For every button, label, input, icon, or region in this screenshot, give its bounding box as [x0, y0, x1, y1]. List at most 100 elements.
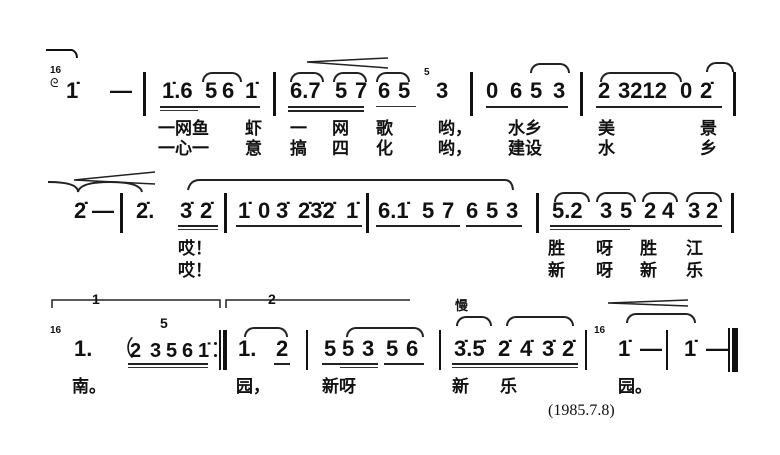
repeat-dot	[214, 342, 217, 345]
date: (1985.7.8)	[548, 402, 615, 419]
note: 5	[335, 78, 348, 103]
note: 1̇	[346, 198, 359, 223]
barline	[366, 193, 369, 233]
slur	[706, 62, 734, 72]
lyric: 乐	[500, 377, 517, 397]
tuplet-label: 5	[160, 315, 168, 331]
note: 6	[182, 340, 194, 362]
note: 1̇	[198, 340, 210, 362]
note: 5.2	[552, 198, 583, 223]
beam	[128, 367, 208, 368]
slur	[333, 72, 367, 82]
barline	[728, 328, 730, 372]
beam	[452, 363, 578, 365]
lyric: 美	[598, 119, 615, 139]
lyric: 意	[245, 139, 262, 159]
note: 3	[150, 340, 162, 362]
tempo-mark: 慢	[455, 299, 469, 314]
note: 2̇3̇2̇	[298, 198, 335, 223]
barline	[439, 330, 441, 370]
note: 2	[598, 78, 611, 103]
lyric: 新呀	[322, 377, 356, 397]
note: 5	[386, 336, 399, 361]
note: 3	[600, 198, 613, 223]
lyric: 哎！	[178, 239, 212, 259]
dash: —	[92, 198, 114, 223]
note: 2̇.	[136, 198, 155, 223]
lyric: 哎！	[178, 261, 212, 281]
note: 0	[258, 198, 271, 223]
lyric: 江	[686, 239, 703, 259]
note: 6.7	[290, 78, 321, 103]
note: 1̇	[238, 198, 251, 223]
note: 1̇	[66, 78, 79, 103]
volta-2-label: 2	[268, 291, 276, 307]
note: 2	[644, 198, 657, 223]
lyric: 建设	[508, 139, 542, 159]
repeat-barline	[223, 330, 227, 370]
note: 6	[510, 78, 523, 103]
beam	[376, 106, 416, 107]
lyric: 乡	[700, 139, 717, 159]
note: 2̇	[562, 336, 575, 361]
slur	[596, 192, 636, 202]
final-barline	[732, 328, 738, 372]
beam	[160, 110, 198, 111]
lyric: 胜	[640, 239, 657, 259]
note: 2	[276, 336, 289, 361]
note: 3̇	[276, 198, 289, 223]
barline	[733, 72, 736, 116]
lyric: 园，	[236, 377, 270, 397]
lyric: 歌	[376, 119, 393, 139]
lyric: 呀	[596, 239, 613, 259]
note: 7	[355, 78, 368, 103]
slur	[202, 72, 242, 82]
note: 0	[486, 78, 499, 103]
note: 6	[222, 78, 235, 103]
barline	[219, 330, 221, 370]
lyric: 景	[700, 119, 717, 139]
beam	[550, 229, 630, 230]
beam	[596, 106, 722, 108]
lyric: 化	[376, 139, 393, 159]
lyric: 新	[452, 377, 469, 397]
dash: —	[640, 336, 662, 361]
beam	[178, 229, 218, 230]
note: 7	[442, 198, 455, 223]
beam	[340, 367, 378, 368]
note: 3	[688, 198, 701, 223]
note: 5	[422, 198, 435, 223]
grace-note: 16	[594, 325, 606, 336]
note: 2̇	[700, 78, 713, 103]
note: 2	[706, 198, 719, 223]
slur	[600, 72, 682, 82]
note: 5	[530, 78, 543, 103]
note: 6	[466, 198, 479, 223]
slur	[376, 72, 410, 82]
lyric: 虾	[245, 119, 262, 139]
barline	[143, 72, 146, 116]
note: 3	[362, 336, 375, 361]
note: 5	[342, 336, 355, 361]
lyric: 一心一	[158, 139, 209, 159]
grace-mark: ᘓ	[50, 76, 59, 90]
lyric: 园。	[618, 377, 652, 397]
beam	[466, 225, 522, 227]
volta-1-label: 1	[92, 291, 100, 307]
barline	[536, 193, 539, 233]
slur	[506, 316, 574, 326]
lyric: 一	[290, 119, 307, 139]
barline	[585, 330, 587, 370]
barline	[273, 72, 276, 116]
slur	[554, 192, 590, 202]
note: 4̇	[520, 336, 533, 361]
note: 2̇	[74, 198, 87, 223]
beam	[288, 106, 364, 108]
slur	[346, 327, 424, 337]
paren: （	[112, 336, 135, 361]
barline	[731, 193, 734, 233]
note: 4	[662, 198, 675, 223]
note: 5	[486, 198, 499, 223]
barline	[580, 72, 583, 116]
